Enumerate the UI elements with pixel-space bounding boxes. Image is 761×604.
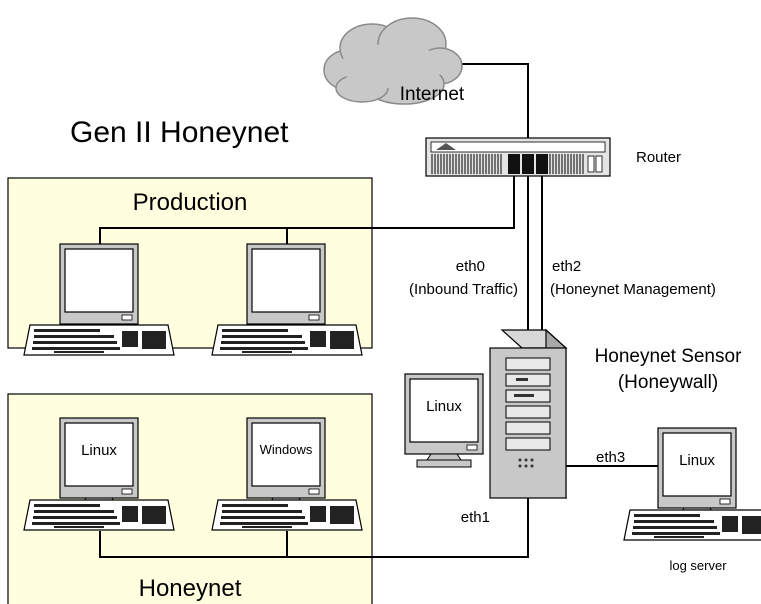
eth0-description: (Inbound Traffic)	[409, 281, 518, 298]
production-zone-label: Production	[133, 189, 248, 216]
honeynet-keyboard-1	[23, 499, 175, 531]
network-wires	[99, 63, 658, 558]
production-keyboard-1	[23, 324, 175, 356]
eth2-description: (Honeynet Management)	[550, 281, 716, 298]
log-server-keyboard	[623, 509, 761, 541]
eth2-label: eth2	[552, 258, 581, 275]
honeywall-server	[489, 328, 568, 500]
router	[425, 137, 611, 177]
internet-label: Internet	[400, 84, 465, 105]
sensor-title: Honeynet Sensor	[595, 346, 742, 367]
eth0-label: eth0	[456, 258, 485, 275]
eth1-label: eth1	[461, 509, 490, 526]
log-server-monitor	[657, 427, 737, 522]
production-monitor-2	[246, 243, 326, 338]
eth3-label: eth3	[596, 449, 625, 466]
internet-cloud	[323, 17, 463, 105]
diagram-title: Gen II Honeynet	[70, 116, 289, 149]
sensor-subtitle: (Honeywall)	[618, 372, 718, 393]
management-monitor-linux	[404, 373, 484, 468]
production-keyboard-2	[211, 324, 363, 356]
management-linux-screen-label: Linux	[426, 398, 462, 415]
log-server-label: log server	[669, 558, 727, 573]
production-monitor-1	[59, 243, 139, 338]
honeynet-keyboard-2	[211, 499, 363, 531]
router-label: Router	[636, 149, 681, 166]
log-server-screen-label: Linux	[679, 452, 715, 469]
honeynet-windows-screen-label: Windows	[260, 442, 313, 457]
honeynet-linux-screen-label: Linux	[81, 442, 117, 459]
honeynet-monitor-windows	[246, 417, 326, 512]
honeynet-monitor-linux	[59, 417, 139, 512]
honeynet-zone-label: Honeynet	[139, 575, 242, 602]
